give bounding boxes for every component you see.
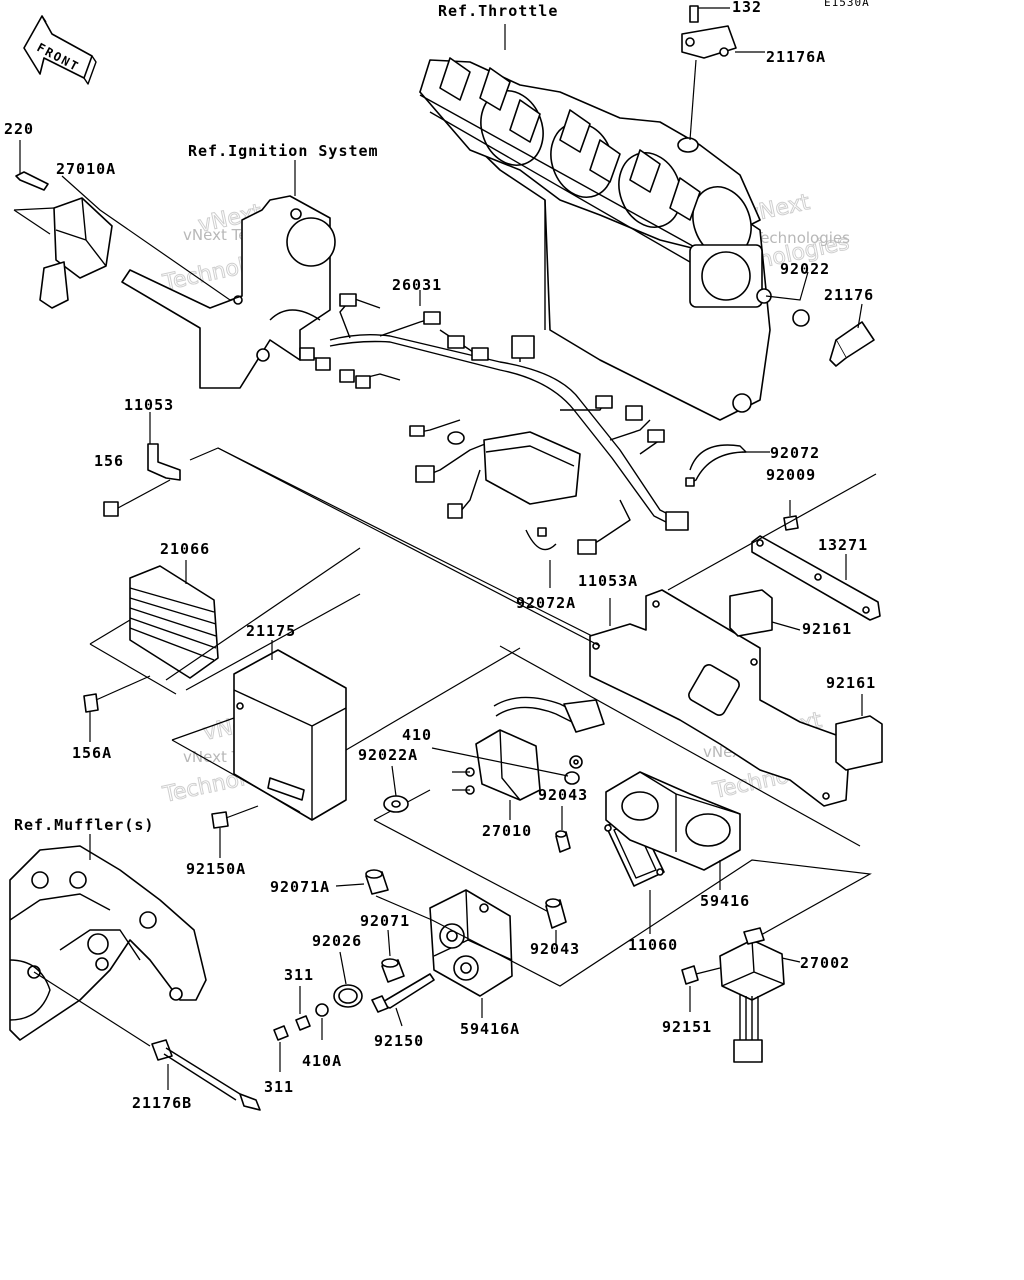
part-label: 26031 <box>392 276 442 294</box>
relay-27010A <box>13 140 243 309</box>
ref-muffler-label: Ref.Muffler(s) <box>14 816 154 834</box>
part-label: 92071A <box>270 878 330 896</box>
ref-ignition-label: Ref.Ignition System <box>188 142 379 160</box>
washers-92022A <box>383 747 580 813</box>
bracket-13271 <box>751 500 881 621</box>
part-label: 311 <box>264 1078 294 1096</box>
housing-59416 <box>605 771 741 890</box>
part-label: 11053A <box>578 572 638 590</box>
part-label: 27002 <box>800 954 850 972</box>
wiring-harness-26031 <box>299 290 689 555</box>
nuts-311 <box>273 986 329 1072</box>
part-label: 13271 <box>818 536 868 554</box>
part-label: 92150 <box>374 1032 424 1050</box>
part-label: 11053 <box>124 396 174 414</box>
part-label: 92072 <box>770 444 820 462</box>
part-label: 27010A <box>56 160 116 178</box>
assembly-lines <box>185 447 861 847</box>
pads-92161 <box>667 473 883 771</box>
sensor-21176 <box>765 271 875 367</box>
part-label: 21176B <box>132 1094 192 1112</box>
part-label: 11060 <box>628 936 678 954</box>
part-label: 156 <box>94 452 124 470</box>
part-label: 410 <box>402 726 432 744</box>
ref-throttle-label: Ref.Throttle <box>438 2 558 20</box>
part-label: 59416A <box>460 1020 520 1038</box>
part-label: 220 <box>4 120 34 138</box>
part-label: 21175 <box>246 622 296 640</box>
ignition-bracket <box>121 160 336 389</box>
relay-27002 <box>681 927 801 1063</box>
part-label: 92009 <box>766 466 816 484</box>
grommets-92071 <box>335 869 405 983</box>
housing-59416A <box>375 859 872 1018</box>
part-label: 92022A <box>358 746 418 764</box>
part-label: 92150A <box>186 860 246 878</box>
part-label: 92151 <box>662 1018 712 1036</box>
part-label: 92161 <box>802 620 852 638</box>
part-label: 132 <box>732 0 762 16</box>
muffler-ref <box>9 834 207 1047</box>
front-arrow: FRONT <box>23 15 97 85</box>
part-label: 410A <box>302 1052 342 1070</box>
regulator-21066 <box>83 547 361 742</box>
collars-92043 <box>545 806 571 946</box>
part-label: 21176 <box>824 286 874 304</box>
sensor-21176A <box>681 5 765 141</box>
seal-92026 <box>333 951 363 1008</box>
part-label: 92072A <box>516 594 576 612</box>
part-label: 156A <box>72 744 112 762</box>
bolt-92150 <box>371 973 435 1027</box>
tie-bands <box>525 444 770 588</box>
part-label: 27010 <box>482 822 532 840</box>
part-label: 21176A <box>766 48 826 66</box>
part-label: 92071 <box>360 912 410 930</box>
part-label: 311 <box>284 966 314 984</box>
diagram-code: E1530A <box>824 0 870 9</box>
relay-27010 <box>373 696 605 919</box>
throttle-body <box>419 24 772 421</box>
part-label: 92161 <box>826 674 876 692</box>
part-label: 92022 <box>780 260 830 278</box>
part-label: 92043 <box>538 786 588 804</box>
part-label: 21066 <box>160 540 210 558</box>
ecu-21175 <box>171 640 521 858</box>
sensor-21176B <box>151 1039 261 1111</box>
part-label: 92026 <box>312 932 362 950</box>
part-label: 59416 <box>700 892 750 910</box>
part-label: 92043 <box>530 940 580 958</box>
